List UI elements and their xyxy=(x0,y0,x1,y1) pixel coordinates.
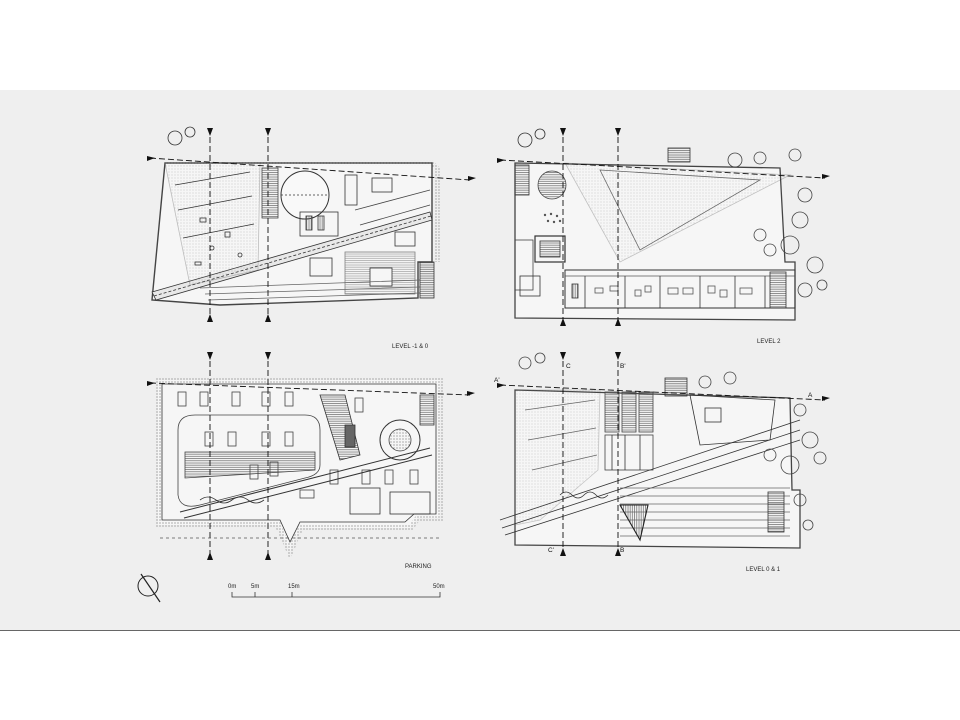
scale-tick-15: 15m xyxy=(288,584,300,590)
scale-tick-0: 0m xyxy=(228,584,236,590)
section-mark-a-left: A' xyxy=(494,377,500,384)
plan-label-level-0-1: LEVEL 0 & 1 xyxy=(746,567,781,573)
section-mark-a-right: A xyxy=(808,392,813,399)
plan-level-0-1 xyxy=(497,352,830,556)
scale-tick-5: 5m xyxy=(251,584,259,590)
north-arrow-icon xyxy=(137,573,161,603)
scale-tick-50: 50m xyxy=(433,584,445,590)
scale-bar xyxy=(231,592,441,598)
plan-level-m1-0 xyxy=(147,126,476,322)
section-mark-b-top: B' xyxy=(620,363,626,370)
section-mark-c-top: C xyxy=(566,363,571,370)
plan-parking xyxy=(147,352,475,560)
plan-label-level-2: LEVEL 2 xyxy=(757,339,781,345)
plan-label-level-m1-0: LEVEL -1 & 0 xyxy=(392,344,429,350)
plan-label-parking: PARKING xyxy=(405,564,432,570)
section-mark-b-bottom: B xyxy=(620,547,624,554)
plan-level-2 xyxy=(497,128,830,326)
section-mark-c-bottom: C' xyxy=(548,547,554,554)
